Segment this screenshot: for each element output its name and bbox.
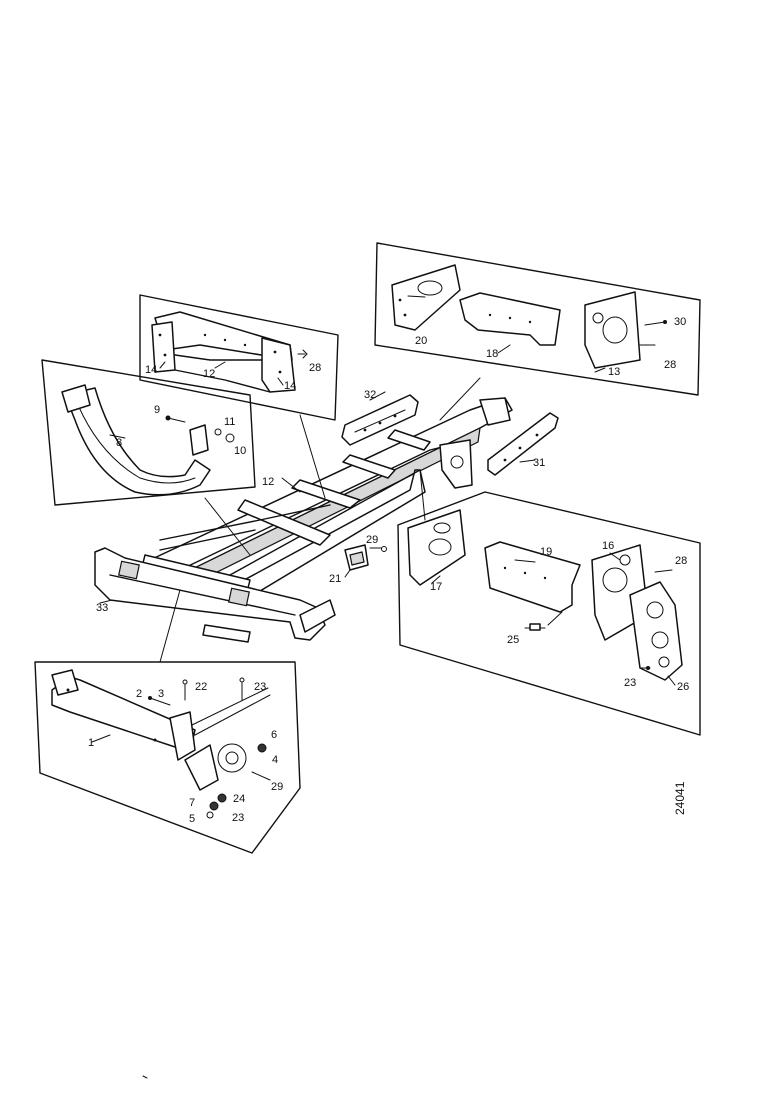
- side-strip-31: [487, 412, 559, 476]
- front-bumper: [94, 547, 336, 643]
- callout-24: 24: [233, 793, 245, 805]
- inset-crossmember-panel: [139, 294, 339, 421]
- callout-26: 26: [677, 681, 689, 693]
- scan-mark: [142, 1075, 148, 1079]
- callout-13: 13: [608, 366, 620, 378]
- callout-20: 20: [415, 335, 427, 347]
- callout-19: 19: [540, 546, 552, 558]
- callout-16: 16: [602, 540, 614, 552]
- rubber-mount-21: [344, 544, 387, 571]
- callout-14-right: 14: [284, 380, 296, 392]
- callout-5: 5: [189, 813, 195, 825]
- callout-7: 7: [189, 797, 195, 809]
- callout-12-inset: 12: [203, 368, 215, 380]
- callout-32: 32: [364, 389, 376, 401]
- inset-arch-panel: [41, 359, 256, 506]
- callout-6: 6: [271, 729, 277, 741]
- frame-bar-32: [341, 394, 419, 446]
- reference-number: 24041: [673, 781, 687, 815]
- callout-17: 17: [430, 581, 442, 593]
- callout-33: 33: [96, 602, 108, 614]
- callout-23-bottom: 23: [232, 812, 244, 824]
- callout-25: 25: [507, 634, 519, 646]
- callout-labels: 1 2 3 4 5 6 7 8 9 10 11 12 12 13 14 14 1…: [88, 316, 689, 825]
- callout-29-inset: 29: [271, 781, 283, 793]
- callout-12-main: 12: [262, 476, 274, 488]
- callout-1: 1: [88, 737, 94, 749]
- callout-22: 22: [195, 681, 207, 693]
- chassis-frame: [139, 397, 513, 601]
- callout-23-top: 23: [254, 681, 266, 693]
- callout-10: 10: [234, 445, 246, 457]
- callout-2: 2: [136, 688, 142, 700]
- callout-29-main: 29: [366, 534, 378, 546]
- inset-rear-mount-panel: [397, 491, 701, 736]
- callout-30: 30: [674, 316, 686, 328]
- callout-28-inset-right: 28: [664, 359, 676, 371]
- callout-11: 11: [224, 416, 235, 428]
- callout-21: 21: [329, 573, 341, 585]
- callout-23-right: 23: [624, 677, 636, 689]
- callout-14-left: 14: [145, 364, 157, 376]
- callout-9: 9: [154, 404, 160, 416]
- callout-31: 31: [533, 457, 545, 469]
- callout-18: 18: [486, 348, 498, 360]
- leader-lines: [91, 295, 676, 743]
- inset-front-assembly-panel: [34, 661, 301, 854]
- callout-28-inset-left: 28: [309, 362, 321, 374]
- callout-3: 3: [158, 688, 164, 700]
- inset-rear-bracket-panel: [374, 242, 701, 396]
- callout-4: 4: [272, 754, 278, 766]
- callout-8: 8: [116, 437, 122, 449]
- callout-28-lower-right: 28: [675, 555, 687, 567]
